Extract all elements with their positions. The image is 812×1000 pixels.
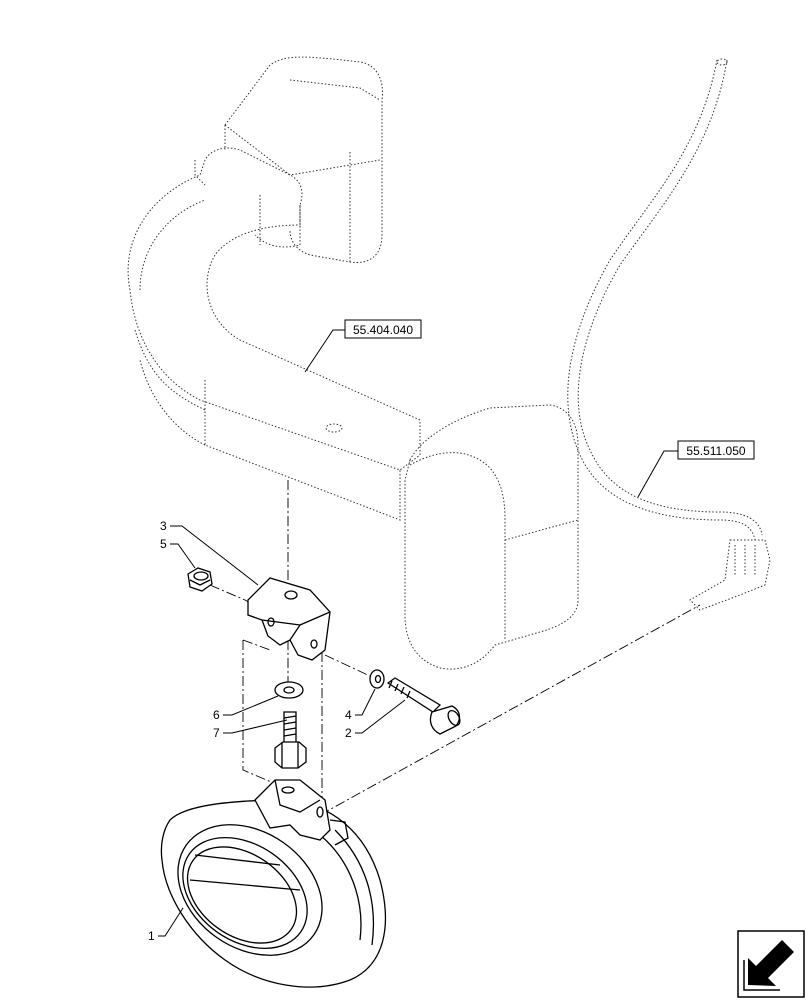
callout-label-4: 4 [345, 708, 352, 722]
lock-washer-part [369, 669, 385, 689]
ghost-lamp-pod [404, 404, 579, 670]
ghost-mirror-head [224, 56, 384, 264]
bracket-part [247, 577, 331, 661]
callout-4: 4 [345, 688, 376, 722]
callout-label-2: 2 [345, 726, 352, 740]
callout-label-1: 1 [148, 929, 155, 943]
ref-label-cab-frame: 55.404.040 [353, 323, 413, 337]
callout-2: 2 [345, 699, 406, 740]
callout-7: 7 [213, 719, 288, 740]
ref-box-cab-frame[interactable]: 55.404.040 [304, 319, 422, 373]
ref-box-harness[interactable]: 55.511.050 [637, 440, 755, 498]
nut-part [187, 567, 213, 592]
washer-part [274, 681, 304, 699]
callout-label-7: 7 [213, 726, 220, 740]
callout-6: 6 [213, 695, 279, 722]
callout-label-6: 6 [213, 708, 220, 722]
callout-3: 3 [160, 519, 259, 586]
callout-5: 5 [160, 537, 196, 569]
ghost-wire-harness [567, 58, 771, 611]
ghost-frame-arm [127, 147, 421, 521]
bolt-part [274, 711, 307, 769]
ref-label-harness: 55.511.050 [686, 444, 745, 458]
callout-label-3: 3 [160, 519, 167, 533]
work-lamp-part [160, 779, 386, 988]
callout-1: 1 [148, 907, 184, 943]
socket-bolt-part [386, 677, 461, 735]
arrow-icon[interactable] [737, 930, 805, 998]
callout-label-5: 5 [160, 537, 167, 551]
